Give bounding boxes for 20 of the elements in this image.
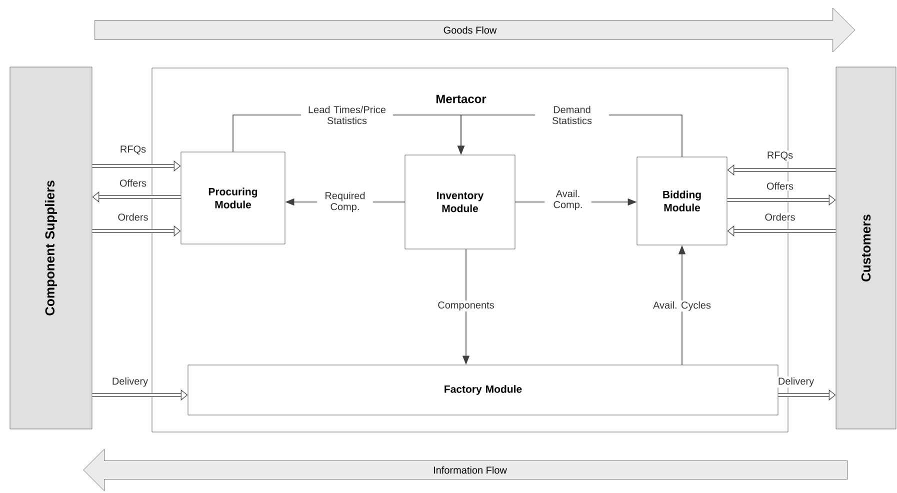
edge-label: Offers — [765, 181, 795, 191]
edge-label: RFQs — [766, 150, 794, 162]
module-box: Bidding Module — [636, 156, 728, 246]
edge-label: Orders — [764, 212, 796, 222]
edge-label: RFQs — [118, 144, 148, 156]
edge-label: Delivery — [110, 376, 150, 388]
party-box: Component Suppliers — [10, 66, 92, 430]
edge-label: Demand Statistics — [535, 104, 609, 126]
module-box: Procuring Module — [180, 152, 286, 244]
module-box: Inventory Module — [404, 154, 516, 250]
edge-label: Offers — [118, 178, 148, 188]
edge-label: Orders — [116, 212, 150, 222]
edge-label: Avail. Comp. — [544, 188, 592, 212]
edge-label: Avail. Cycles — [652, 300, 712, 312]
edge-label: Required Comp. — [317, 190, 373, 214]
edge-label: Delivery — [776, 376, 816, 388]
party-box: Customers — [836, 66, 896, 430]
edge-label: Components — [436, 300, 496, 312]
module-box: Factory Module — [188, 364, 778, 416]
edge-label: Lead Times/Price Statistics — [301, 104, 393, 126]
